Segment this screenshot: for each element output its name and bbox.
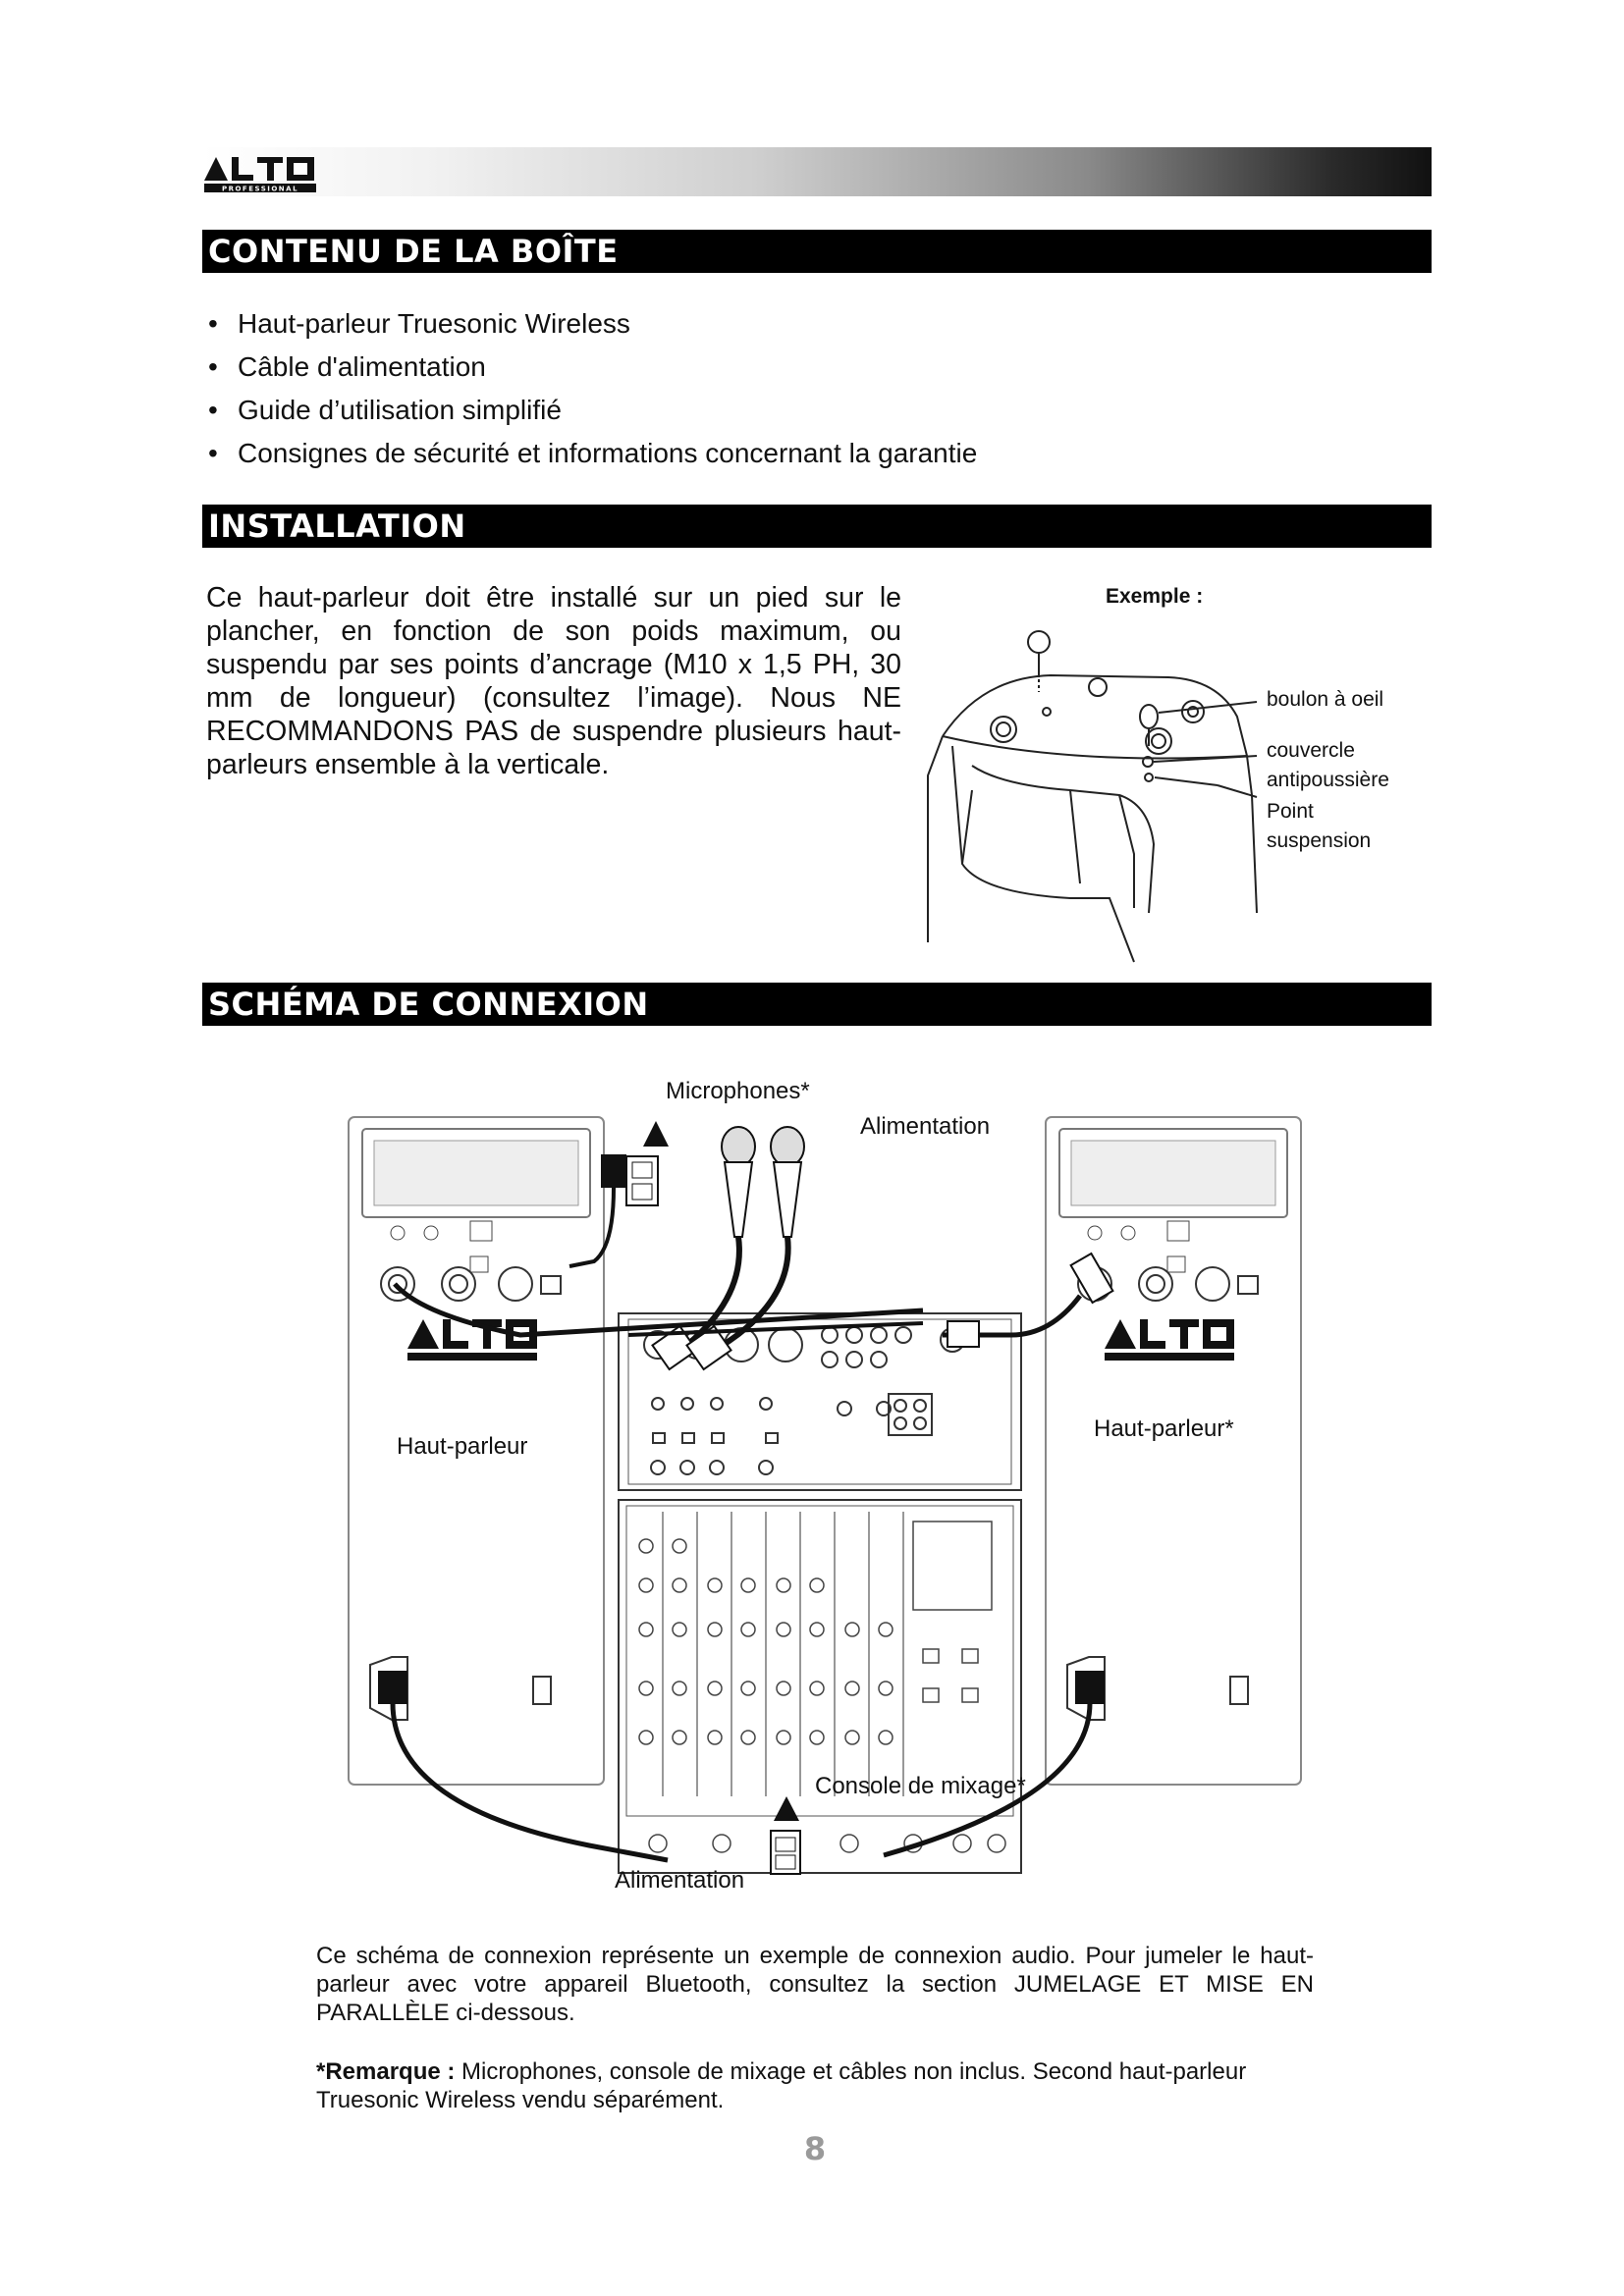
label-speaker-right: Haut-parleur*	[1094, 1415, 1234, 1443]
label-power-bottom: Alimentation	[615, 1867, 744, 1895]
speaker-top-illustration	[923, 618, 1276, 982]
label-mixer: Console de mixage*	[815, 1773, 1026, 1800]
svg-text:PROFESSIONAL: PROFESSIONAL	[222, 186, 298, 193]
label-power-top: Alimentation	[860, 1113, 990, 1141]
list-item: Consignes de sécurité et informations co…	[208, 432, 977, 475]
list-item: Guide d’utilisation simplifié	[208, 389, 977, 432]
note-text: Microphones, console de mixage et câbles…	[316, 2058, 1246, 2113]
label-point-2: suspension	[1267, 827, 1371, 856]
label-dustcover-2: antipoussière	[1267, 766, 1389, 795]
box-contents-list: Haut-parleur Truesonic Wireless Câble d'…	[208, 302, 977, 475]
section-title-schema: SCHÉMA DE CONNEXION	[202, 983, 1432, 1026]
section-title-installation: INSTALLATION	[202, 505, 1432, 548]
label-point-1: Point	[1267, 797, 1314, 827]
example-label: Exemple :	[1106, 585, 1203, 609]
label-microphones: Microphones*	[666, 1078, 810, 1105]
label-dustcover-1: couvercle	[1267, 736, 1355, 766]
note: *Remarque : Microphones, console de mixa…	[316, 2057, 1314, 2114]
header-gradient-bar	[202, 147, 1432, 196]
label-eyebolt: boulon à oeil	[1267, 685, 1383, 715]
list-item: Haut-parleur Truesonic Wireless	[208, 302, 977, 346]
note-label: *Remarque :	[316, 2058, 455, 2085]
list-item: Câble d'alimentation	[208, 346, 977, 389]
page-number: 8	[785, 2130, 844, 2167]
alto-logo: PROFESSIONAL	[202, 151, 335, 196]
section-title-contents: CONTENU DE LA BOÎTE	[202, 230, 1432, 273]
label-speaker-left: Haut-parleur	[397, 1433, 527, 1461]
installation-text: Ce haut-parleur doit être installé sur u…	[206, 581, 901, 781]
connection-diagram	[334, 1099, 1316, 1924]
diagram-caption: Ce schéma de connexion représente un exe…	[316, 1942, 1314, 2027]
